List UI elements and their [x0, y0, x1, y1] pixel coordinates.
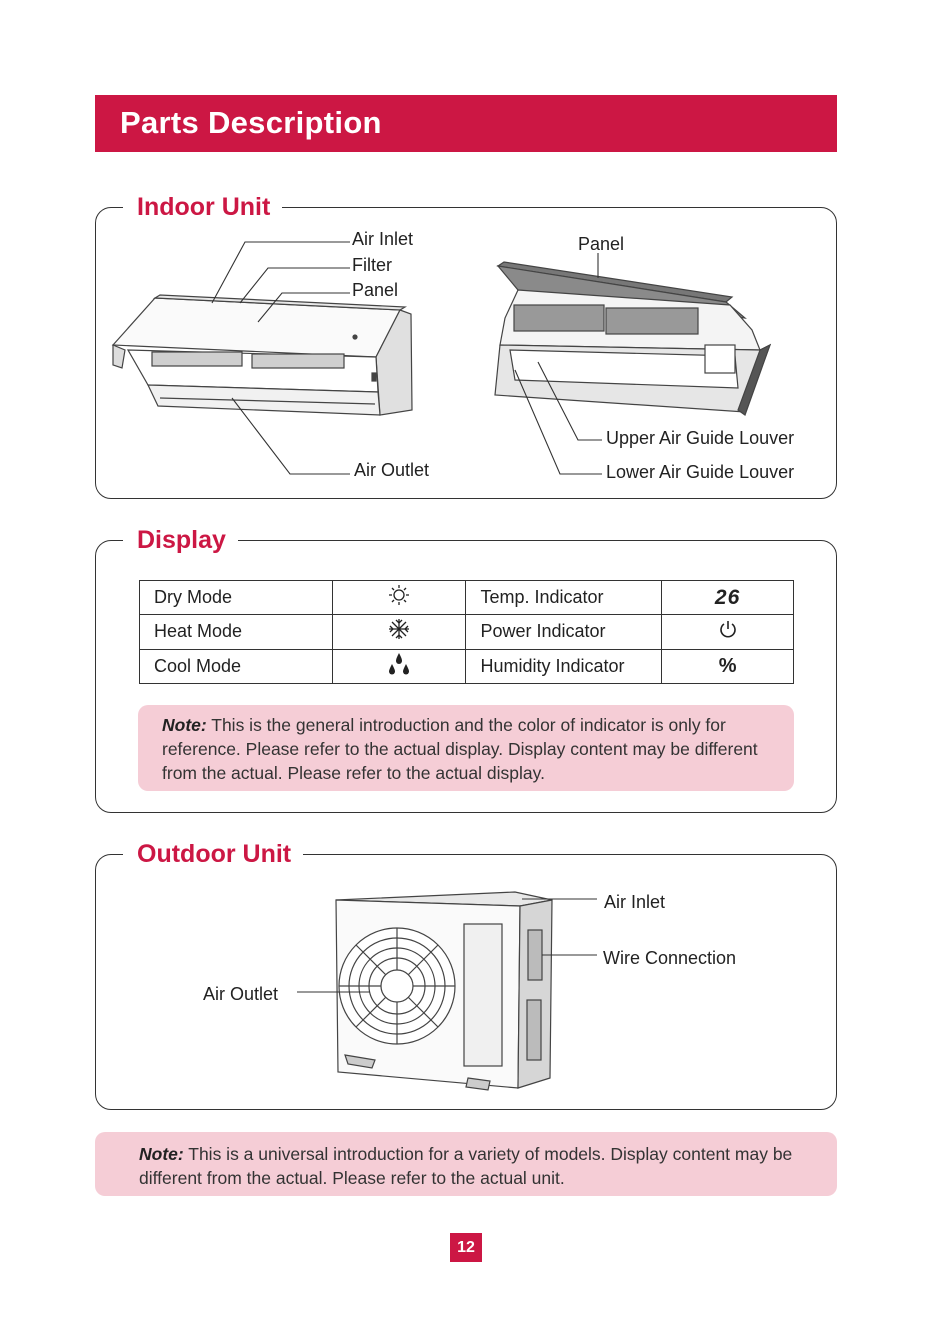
label-outdoor-air-inlet: Air Inlet: [604, 892, 666, 912]
display-section: [95, 540, 837, 813]
label-indoor-panel-open: Panel: [578, 234, 625, 254]
label-indoor-air-inlet: Air Inlet: [352, 229, 414, 249]
temp-value: 26: [714, 585, 741, 609]
label-wire-connection: Wire Connection: [603, 948, 737, 968]
display-note: Note: This is the general introduction a…: [138, 705, 794, 791]
sun-icon: [389, 585, 410, 606]
outdoor-leader-lines: [297, 898, 597, 993]
footer-note-text: This is a universal introduction for a v…: [139, 1144, 793, 1188]
label-indoor-filter: Filter: [352, 255, 392, 275]
table-row: Cool Mode Humidity Indicator %: [139, 648, 794, 685]
label-indoor-air-outlet: Air Outlet: [354, 460, 430, 480]
droplets-icon: [389, 652, 410, 675]
page-number: 12: [450, 1233, 482, 1262]
outdoor-unit-title: Outdoor Unit: [123, 840, 304, 868]
table-row: Heat Mode Power Indicator: [139, 614, 794, 650]
page-header: Parts Description: [95, 95, 837, 152]
label-indoor-panel: Panel: [352, 280, 399, 300]
indicator-name: Humidity Indicator: [465, 648, 663, 685]
indoor-unit-open-drawing: [494, 261, 772, 416]
mode-name: Dry Mode: [139, 579, 333, 616]
mode-name: Heat Mode: [139, 614, 333, 650]
outdoor-unit-section: [95, 854, 837, 1110]
snowflake-icon: [389, 619, 410, 640]
indoor-unit-closed-drawing: [111, 294, 413, 416]
label-lower-air-guide-louver: Lower Air Guide Louver: [606, 462, 795, 482]
indoor-unit-section: [95, 207, 837, 499]
note-text: This is the general introduction and the…: [162, 715, 758, 783]
display-indicator-table: Dry Mode Temp. Indicator 26 Heat Mode: [139, 579, 794, 685]
footer-note-label: Note:: [139, 1144, 184, 1164]
label-outdoor-air-outlet: Air Outlet: [203, 984, 279, 1004]
label-upper-air-guide-louver: Upper Air Guide Louver: [606, 428, 795, 448]
display-title: Display: [123, 526, 238, 554]
indoor-unit-title: Indoor Unit: [123, 193, 283, 221]
power-icon: [719, 621, 736, 638]
page-title: Parts Description: [120, 105, 382, 140]
indicator-name: Power Indicator: [465, 614, 663, 650]
humidity-value: %: [718, 654, 737, 677]
mode-name: Cool Mode: [139, 648, 333, 685]
indoor-leader-lines: [211, 241, 602, 475]
footer-note: Note: This is a universal introduction f…: [95, 1132, 837, 1196]
note-label: Note:: [162, 715, 207, 735]
